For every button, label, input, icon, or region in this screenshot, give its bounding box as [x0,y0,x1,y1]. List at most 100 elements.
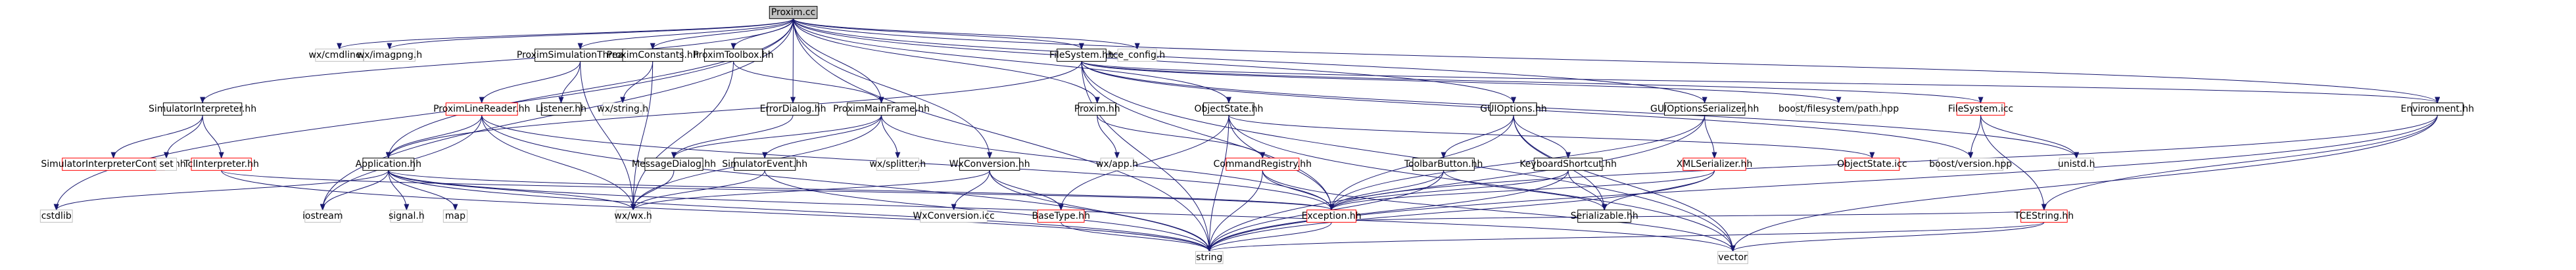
dependency-edge [620,61,654,104]
dependency-edge [1968,115,1982,159]
node-label: FileSystem.icc [1948,104,2013,114]
graph-node[interactable]: SimulatorInterpreterContext.hh [41,158,186,171]
dependency-edge [110,115,203,159]
graph-node[interactable]: GUIOptions.hh [1480,102,1547,116]
dependency-edge [388,170,458,211]
graph-node[interactable]: ProximSimulationThread.hh [517,49,644,62]
graph-node[interactable]: FileSystem.icc [1948,102,2013,116]
dependency-edge [1262,170,1335,211]
graph-node[interactable]: wx/cmdline.h [309,49,370,62]
node-box [1682,158,1746,171]
root-node: Proxim.cc [769,6,818,19]
graph-node[interactable]: iostream [302,210,343,223]
graph-node[interactable]: set [155,158,178,171]
node-box [2411,102,2464,116]
dependency-edge [1081,60,2440,104]
node-label: TCEString.hh [2014,211,2074,221]
graph-node[interactable]: Proxim.hh [1074,102,1120,116]
graph-node[interactable]: wx/imagpng.h [357,49,422,62]
graph-node[interactable]: SimulatorInterpreter.hh [149,102,256,116]
dependency-edge [1206,170,1569,252]
node-label: Listener.hh [536,104,586,114]
node-box [2059,158,2094,171]
graph-node[interactable]: ErrorDialog.hh [760,102,826,116]
dependency-edge [793,18,884,104]
graph-node[interactable]: wx/app.h [1096,158,1138,171]
graph-node[interactable]: ProximToolbox.hh [693,49,774,62]
node-label: boost/filesystem/path.hpp [1778,104,1899,114]
node-box [363,49,416,62]
node-box [162,102,243,116]
dependency-edge [388,170,1212,252]
graph-node[interactable]: XMLSerializer.hh [1677,158,1753,171]
graph-node[interactable]: boost/version.hpp [1929,158,2012,171]
graph-node[interactable]: TclInterpreter.hh [183,158,259,171]
graph-node[interactable]: WxConversion.icc [913,210,995,223]
graph-node[interactable]: wx/wx.h [614,210,652,223]
node-label: CommandRegistry.hh [1214,159,1312,169]
dependency-edge [479,61,581,104]
node-label: KeyboardShortcut.hh [1519,159,1617,169]
dependency-edge [1081,61,1335,211]
graph-node[interactable]: WxConversion.hh [949,158,1030,171]
node-label: ProximConstants.hh [607,50,699,60]
graph-node[interactable]: unistd.h [2058,158,2095,171]
graph-node[interactable]: vector [1717,251,1748,264]
graph-node[interactable]: Exception.hh [1302,210,1362,223]
dependency-edge [1206,115,1705,252]
node-label: wx/cmdline.h [309,50,370,60]
node-box [1717,251,1748,264]
graph-node[interactable]: Listener.hh [536,102,586,116]
graph-node[interactable]: ProximMainFrame.hh [833,102,930,116]
dependency-edge [1061,222,1212,252]
dependency-edge [1081,61,1736,252]
graph-node[interactable]: BaseType.hh [1032,210,1090,223]
node-label: ProximLineReader.hh [433,104,530,114]
dependency-edge [790,18,796,104]
node-label: ObjectState.icc [1837,159,1907,169]
graph-node[interactable]: CommandRegistry.hh [1214,158,1312,171]
node-box [1100,158,1134,171]
graph-node[interactable]: MessageDialog.hh [632,158,716,171]
dependency-edge [1206,170,1715,252]
graph-node[interactable]: ToolbarButton.hh [1404,158,1483,171]
graph-node[interactable]: ObjectState.hh [1195,102,1264,116]
graph-node[interactable]: wx/splitter.h [870,158,926,171]
graph-node[interactable]: ProximConstants.hh [607,49,699,62]
dependency-edge [1206,222,1332,252]
dependency-edge [1980,115,2047,211]
graph-node[interactable]: SimulatorEvent.hh [722,158,807,171]
node-label: Application.hh [356,159,421,169]
node-box [1533,158,1603,171]
graph-node[interactable]: TCEString.hh [2014,210,2074,223]
graph-node[interactable]: map [442,210,468,223]
dependency-edge [631,170,990,211]
node-box [1938,158,2004,171]
node-box [876,158,920,171]
graph-node[interactable]: wx/string.h [597,102,648,116]
graph-node[interactable]: Application.hh [356,158,421,171]
dependency-edge [671,115,794,159]
graph-node[interactable]: KeyboardShortcut.hh [1519,158,1617,171]
dependency-edge [793,18,1231,104]
graph-node[interactable]: Serializable.hh [1571,210,1638,223]
graph-node[interactable]: ObjectState.icc [1837,158,1907,171]
node-box [1306,210,1356,223]
node-box [390,210,423,223]
node-box [615,210,651,223]
graph-node[interactable]: tce_config.h [1109,49,1165,62]
graph-node[interactable]: cstdlib [39,210,73,223]
graph-node[interactable]: string [1195,251,1224,264]
node-label: ErrorDialog.hh [760,104,826,114]
dependency-edge [1730,221,2045,252]
graph-node[interactable]: GUIOptionsSerializer.hh [1650,102,1759,116]
node-box [1663,102,1746,116]
graph-node[interactable]: signal.h [389,210,425,223]
graph-node[interactable]: boost/filesystem/path.hpp [1778,102,1899,116]
graph-node[interactable]: Environment.hh [2400,102,2474,116]
graph-node[interactable]: ProximLineReader.hh [433,102,530,116]
graph-node[interactable]: FileSystem.hh [1049,49,1114,62]
dependency-edge [631,170,765,211]
dependency-edge [1206,221,2045,252]
dependency-edge [1097,115,1120,159]
